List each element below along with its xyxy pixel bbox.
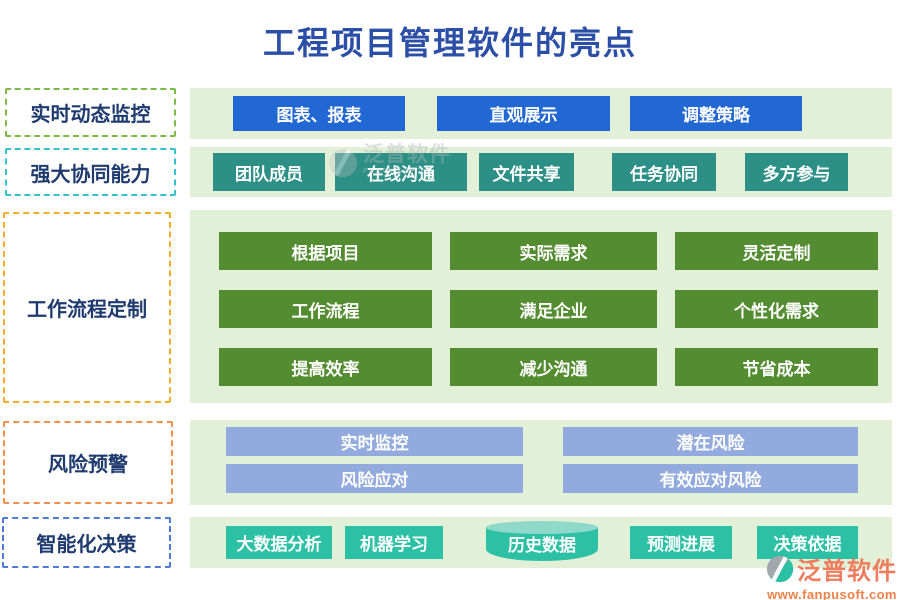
category-risk-warning: 风险预警 <box>3 421 173 504</box>
feature-chip: 根据项目 <box>219 232 432 270</box>
feature-chip: 调整策略 <box>630 96 802 131</box>
band-intelligent-decision: 大数据分析 机器学习 历史数据 预测进展 决策依据 <box>190 517 892 568</box>
feature-chip: 节省成本 <box>675 348 878 386</box>
feature-chip: 个性化需求 <box>675 290 878 328</box>
feature-chip: 有效应对风险 <box>563 464 858 493</box>
band-collaboration: 团队成员 在线沟通 文件共享 任务协同 多方参与 <box>190 147 892 197</box>
feature-chip: 满足企业 <box>450 290 657 328</box>
feature-chip: 多方参与 <box>745 153 848 191</box>
feature-chip: 大数据分析 <box>226 526 332 559</box>
fanpu-logo-icon <box>766 555 794 582</box>
category-label: 实时动态监控 <box>30 104 151 126</box>
fanpu-logo-url: www.fanpusoft.com <box>767 587 897 600</box>
feature-chip: 灵活定制 <box>675 232 878 270</box>
category-realtime-dynamic-monitoring: 实时动态监控 <box>5 88 176 137</box>
database-cylinder-chip: 历史数据 <box>486 520 598 561</box>
band-risk-warning: 实时监控 潜在风险 风险应对 有效应对风险 <box>190 420 892 505</box>
feature-chip: 工作流程 <box>219 290 432 328</box>
fanpu-logo: 泛普软件 www.fanpusoft.com <box>766 551 898 600</box>
feature-chip: 团队成员 <box>213 153 325 191</box>
feature-chip: 预测进展 <box>630 526 732 559</box>
band-realtime-monitoring: 图表、报表 直观展示 调整策略 <box>190 88 892 139</box>
category-intelligent-decision: 智能化决策 <box>2 517 171 568</box>
category-workflow-customization: 工作流程定制 <box>3 212 171 403</box>
feature-chip: 实际需求 <box>450 232 657 270</box>
feature-chip: 图表、报表 <box>233 96 405 131</box>
band-workflow: 根据项目 实际需求 灵活定制 工作流程 满足企业 个性化需求 提高效率 减少沟通… <box>190 210 892 403</box>
feature-chip: 潜在风险 <box>563 427 858 456</box>
feature-chip: 提高效率 <box>219 348 432 386</box>
category-label: 工作流程定制 <box>27 299 147 321</box>
feature-chip: 直观展示 <box>437 96 610 131</box>
feature-chip: 风险应对 <box>226 464 523 493</box>
category-label: 智能化决策 <box>36 534 137 556</box>
page-title: 工程项目管理软件的亮点 <box>262 25 637 61</box>
feature-chip: 任务协同 <box>612 153 716 191</box>
feature-chip: 文件共享 <box>479 153 574 191</box>
feature-chip: 减少沟通 <box>450 348 657 386</box>
category-strong-collaboration: 强大协同能力 <box>5 148 176 196</box>
feature-chip: 机器学习 <box>345 526 443 559</box>
fanpu-logo-text: 泛普软件 <box>797 558 897 585</box>
category-label: 强大协同能力 <box>30 163 151 186</box>
feature-chip: 在线沟通 <box>335 153 467 191</box>
feature-chip: 实时监控 <box>226 427 523 456</box>
category-label: 风险预警 <box>48 454 128 476</box>
feature-chip: 决策依据 <box>757 526 858 559</box>
